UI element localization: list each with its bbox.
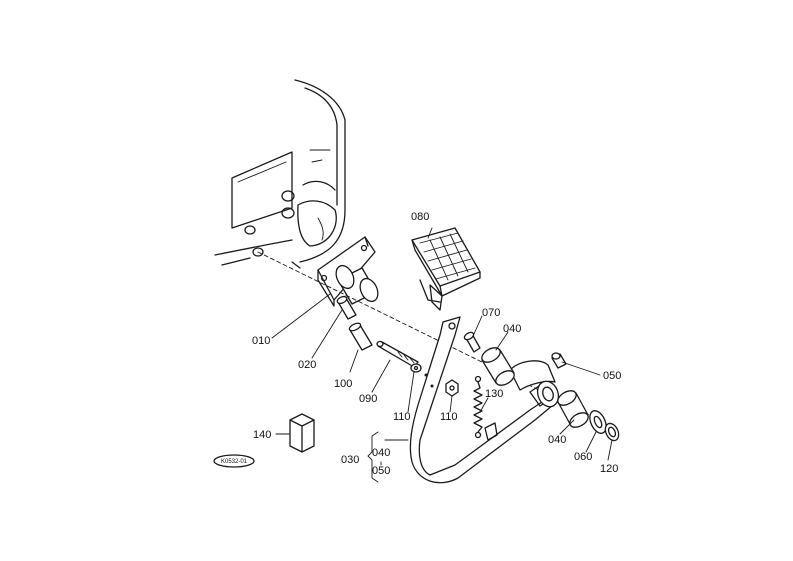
rod-090 — [376, 340, 419, 368]
spring-130 — [473, 375, 483, 439]
label-040-lower: 040 — [548, 434, 566, 446]
housing-body — [214, 79, 346, 269]
drawing-stamp: K0532-01 — [213, 454, 255, 468]
label-100: 100 — [334, 378, 352, 390]
washer-060 — [589, 410, 607, 434]
stamp-text: K0532-01 — [221, 459, 248, 465]
bolt-070 — [463, 331, 481, 353]
label-020: 020 — [298, 359, 316, 371]
pedal-arm-030 — [409, 316, 560, 484]
label-130: 130 — [485, 388, 503, 400]
bushing-040-lower — [557, 390, 589, 428]
label-040-upper: 040 — [503, 323, 521, 335]
nut-110-left — [410, 363, 422, 373]
pedal-pad-080 — [411, 227, 481, 311]
stop-block-140 — [289, 413, 315, 453]
label-070: 070 — [482, 307, 500, 319]
label-010: 010 — [252, 335, 270, 347]
label-050-bracket: 050 — [372, 465, 390, 477]
label-110-left: 110 — [393, 411, 411, 423]
bolt-050 — [551, 352, 567, 369]
mounting-bracket-010 — [317, 236, 379, 307]
label-050-right: 050 — [603, 370, 621, 382]
nut-110-right — [445, 379, 459, 397]
label-060: 060 — [574, 451, 592, 463]
pin-100 — [348, 322, 373, 351]
label-140: 140 — [253, 429, 271, 441]
bushing-040-upper — [481, 347, 515, 386]
label-090: 090 — [359, 393, 377, 405]
label-030: 030 — [341, 454, 359, 466]
leader-lines — [271, 227, 613, 483]
bolt-020 — [336, 295, 357, 320]
label-040-bracket: 040 — [372, 447, 390, 459]
label-110-right: 110 — [440, 411, 458, 423]
snap-ring-120 — [604, 422, 620, 442]
label-080: 080 — [411, 211, 429, 223]
label-120: 120 — [600, 463, 618, 475]
